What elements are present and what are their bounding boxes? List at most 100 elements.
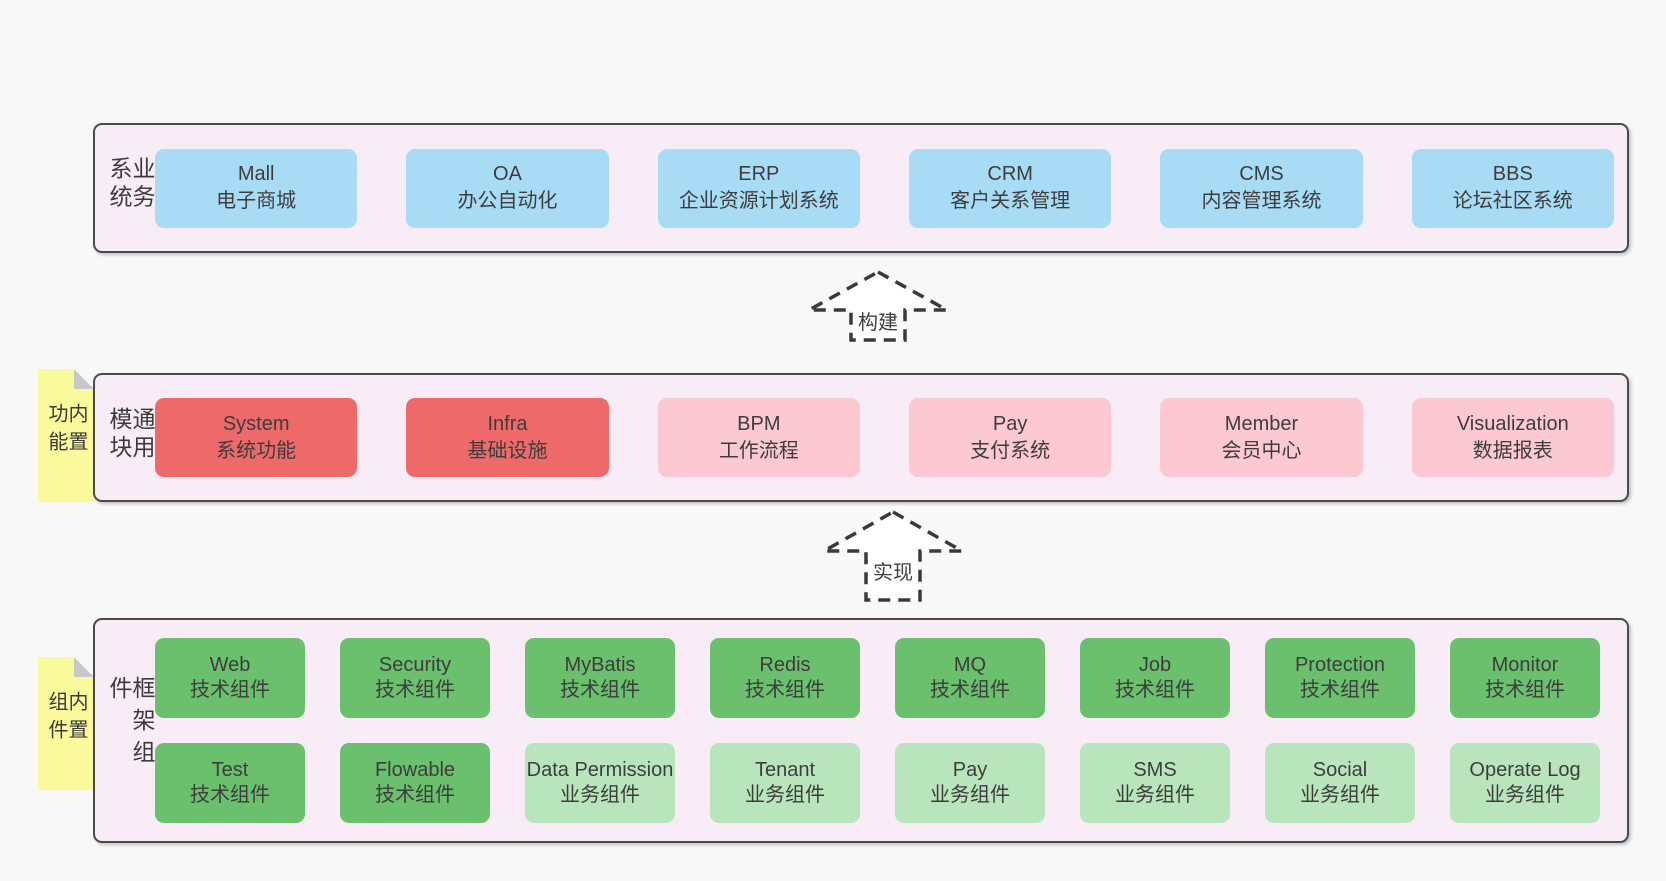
box-subtitle: 业务组件 — [560, 784, 640, 806]
sticky-note-builtin-components: 内置组件 — [38, 657, 94, 790]
box-subtitle: 技术组件 — [1115, 679, 1195, 701]
box-title: Protection — [1294, 654, 1386, 676]
box-subtitle: 会员中心 — [1221, 439, 1302, 462]
box-subtitle: 技术组件 — [1300, 679, 1380, 701]
box-member: Member 会员中心 — [1160, 398, 1363, 477]
box-subtitle: 支付系统 — [970, 439, 1051, 462]
box-subtitle: 技术组件 — [560, 679, 640, 701]
box-title: Member — [1224, 412, 1299, 435]
box-title: Pay — [992, 412, 1028, 435]
box-subtitle: 业务组件 — [1115, 784, 1195, 806]
box-subtitle: 基础设施 — [467, 439, 548, 462]
box-title: Web — [209, 654, 251, 676]
box-crm: CRM 客户关系管理 — [908, 148, 1112, 228]
box-title: Tenant — [754, 759, 816, 781]
box-bpm: BPM 工作流程 — [657, 398, 860, 477]
box-title: CMS — [1239, 163, 1284, 185]
box-subtitle: 客户关系管理 — [950, 190, 1071, 212]
sticky-note-label: 内置功能 — [45, 402, 87, 459]
box-subtitle: 业务组件 — [1485, 784, 1565, 806]
box-subtitle: 业务组件 — [1300, 784, 1380, 806]
box-title: BPM — [737, 412, 781, 435]
box-web: Web 技术组件 — [155, 638, 305, 718]
implement-arrow: 实现 — [818, 509, 968, 603]
box-social: Social 业务组件 — [1265, 743, 1415, 823]
box-pay: Pay 业务组件 — [895, 743, 1045, 823]
box-title: ERP — [738, 163, 780, 185]
box-redis: Redis 技术组件 — [710, 638, 860, 718]
box-subtitle: 内容管理系统 — [1201, 190, 1322, 212]
box-subtitle: 技术组件 — [190, 679, 270, 701]
box-title: Flowable — [374, 759, 456, 781]
box-title: OA — [493, 163, 522, 185]
box-infra: Infra 基础设施 — [406, 398, 609, 477]
box-subtitle: 数据报表 — [1472, 439, 1553, 462]
box-title: CRM — [987, 163, 1033, 185]
box-security: Security 技术组件 — [340, 638, 490, 718]
box-operate-log: Operate Log 业务组件 — [1450, 743, 1600, 823]
box-system: System 系统功能 — [155, 398, 358, 477]
box-monitor: Monitor 技术组件 — [1450, 638, 1600, 718]
box-subtitle: 论坛社区系统 — [1452, 190, 1573, 212]
box-job: Job 技术组件 — [1080, 638, 1230, 718]
box-subtitle: 办公自动化 — [457, 190, 558, 212]
box-protection: Protection 技术组件 — [1265, 638, 1415, 718]
box-title: Job — [1138, 654, 1172, 676]
box-subtitle: 工作流程 — [718, 439, 799, 462]
arrow-label: 实现 — [870, 556, 916, 585]
box-bbs: BBS 论坛社区系统 — [1411, 148, 1614, 228]
box-subtitle: 技术组件 — [375, 784, 455, 806]
sticky-note-builtin-functions: 内置功能 — [38, 369, 94, 502]
box-data-permission: Data Permission 业务组件 — [525, 743, 675, 823]
box-title: Operate Log — [1469, 759, 1581, 781]
box-title: Infra — [487, 412, 528, 435]
box-subtitle: 技术组件 — [190, 784, 270, 806]
box-subtitle: 技术组件 — [930, 679, 1010, 701]
box-title: SMS — [1133, 759, 1177, 781]
box-subtitle: 系统功能 — [216, 439, 297, 462]
box-subtitle: 企业资源计划系统 — [678, 190, 839, 212]
band-side-label: 框架组件 — [106, 675, 155, 772]
box-subtitle: 技术组件 — [375, 679, 455, 701]
box-visualization: Visualization 数据报表 — [1411, 398, 1614, 477]
box-tenant: Tenant 业务组件 — [710, 743, 860, 823]
box-mq: MQ 技术组件 — [895, 638, 1045, 718]
box-erp: ERP 企业资源计划系统 — [657, 148, 860, 228]
box-oa: OA 办公自动化 — [406, 148, 609, 228]
box-title: Data Permission — [526, 759, 674, 781]
box-title: Pay — [952, 759, 988, 781]
box-title: Social — [1312, 759, 1368, 781]
arrow-label: 构建 — [855, 306, 901, 335]
box-subtitle: 技术组件 — [1485, 679, 1565, 701]
build-arrow: 构建 — [803, 269, 953, 343]
box-title: Monitor — [1491, 654, 1559, 676]
box-flowable: Flowable 技术组件 — [340, 743, 490, 823]
box-title: System — [222, 412, 290, 435]
box-title: Test — [211, 759, 249, 781]
box-test: Test 技术组件 — [155, 743, 305, 823]
box-title: Security — [378, 654, 452, 676]
band-side-label: 业务系统 — [106, 156, 155, 213]
box-cms: CMS 内容管理系统 — [1160, 148, 1363, 228]
band-side-label: 通用模块 — [106, 406, 155, 463]
box-title: Redis — [759, 654, 811, 676]
box-subtitle: 电子商城 — [216, 190, 297, 212]
box-subtitle: 技术组件 — [745, 679, 825, 701]
box-subtitle: 业务组件 — [745, 784, 825, 806]
box-title: BBS — [1492, 163, 1533, 185]
box-title: Visualization — [1456, 412, 1569, 435]
box-sms: SMS 业务组件 — [1080, 743, 1230, 823]
box-title: MQ — [953, 654, 987, 676]
box-row: System 系统功能 Infra 基础设施 BPM 工作流程 Pay 支付系统 Member 会… — [155, 398, 1614, 477]
box-subtitle: 业务组件 — [930, 784, 1010, 806]
